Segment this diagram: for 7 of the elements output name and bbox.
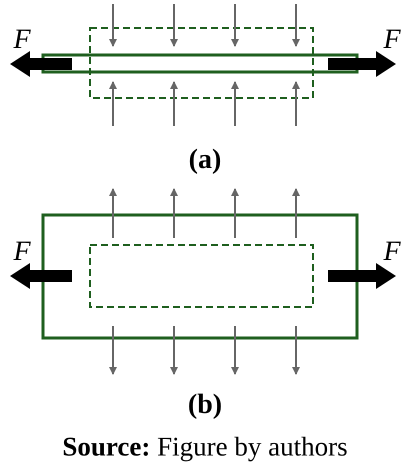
caption: Source: Figure by authors xyxy=(62,434,348,460)
panel-label: (a) xyxy=(188,146,222,174)
force-label: F xyxy=(383,26,401,54)
force-label: F xyxy=(13,238,31,266)
panel-label: (b) xyxy=(188,391,222,419)
force-label: F xyxy=(383,238,401,266)
force-label: F xyxy=(13,26,31,54)
